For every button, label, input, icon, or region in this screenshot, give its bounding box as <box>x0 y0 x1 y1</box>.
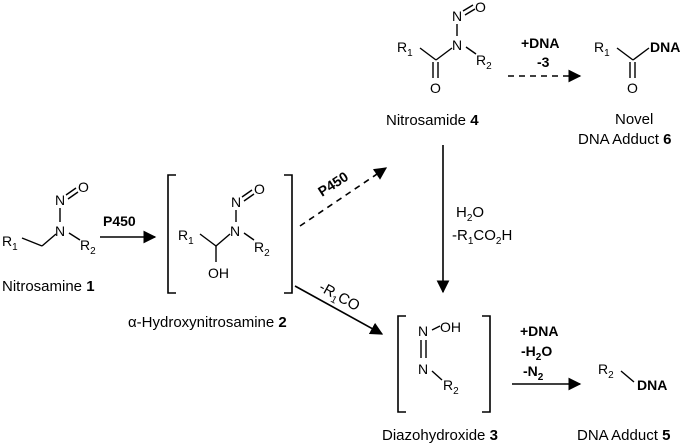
bond <box>41 233 57 247</box>
svg-text:N: N <box>55 223 65 239</box>
svg-text:O: O <box>430 80 441 96</box>
reagent-plus-dna-a: +DNA <box>521 35 560 51</box>
svg-text:O: O <box>475 0 486 15</box>
bond <box>21 237 43 247</box>
reagent-minus-r1co: -R1CO <box>315 279 363 318</box>
svg-text:R2: R2 <box>80 237 96 257</box>
label-nitrosamide: Nitrosamide 4 <box>386 112 479 129</box>
bond <box>435 47 453 61</box>
label-diazohydroxide: Diazohydroxide 3 <box>382 427 498 444</box>
double-bond <box>67 191 79 200</box>
double-bond <box>241 189 253 198</box>
bond <box>243 232 255 241</box>
bracket-left-3 <box>397 315 406 413</box>
double-bond <box>65 187 77 196</box>
svg-text:OH: OH <box>208 265 229 281</box>
arrow-2-to-3 <box>294 285 384 335</box>
label-adduct6: DNA Adduct 6 <box>578 131 671 148</box>
adduct6-structure: R1 O DNA <box>594 39 680 96</box>
reagent-minus-water: -H2O <box>521 343 552 363</box>
hydroxynitrosamine-structure: R1 OH N R2 N O <box>178 181 270 281</box>
bracket-left-2 <box>167 174 176 294</box>
bond <box>419 47 437 61</box>
label-novel: Novel <box>615 111 653 128</box>
svg-text:OH: OH <box>440 319 461 335</box>
reagent-minus-3: -3 <box>537 54 550 70</box>
svg-text:DNA: DNA <box>650 39 680 55</box>
svg-text:R1: R1 <box>2 233 18 253</box>
svg-text:N: N <box>231 194 241 210</box>
svg-text:R2: R2 <box>254 239 270 259</box>
svg-text:N: N <box>230 223 240 239</box>
reagent-plus-dna-b: +DNA <box>520 323 559 339</box>
bond <box>431 370 443 381</box>
label-nitrosamine: Nitrosamine 1 <box>2 278 95 295</box>
svg-text:N: N <box>452 8 462 24</box>
svg-text:O: O <box>254 181 265 197</box>
svg-text:R2: R2 <box>443 377 459 397</box>
bond <box>215 233 231 247</box>
adduct5-structure: R2 DNA <box>598 361 667 393</box>
double-bond <box>243 193 255 202</box>
svg-text:N: N <box>452 37 462 53</box>
nitrosamine-structure: R1 N R2 N O <box>2 179 96 257</box>
reagent-water: H2O <box>456 204 484 224</box>
svg-text:DNA: DNA <box>637 377 667 393</box>
double-bond <box>462 4 474 12</box>
svg-text:R1: R1 <box>594 39 610 59</box>
bond <box>68 232 81 241</box>
reagent-p450-a: P450 <box>103 213 136 229</box>
bond <box>620 370 635 383</box>
bond <box>199 233 217 247</box>
svg-text:R2: R2 <box>476 52 492 72</box>
bond <box>465 46 477 55</box>
svg-text:R1: R1 <box>397 39 413 59</box>
bracket-right-3 <box>482 315 491 413</box>
bond <box>616 47 634 61</box>
label-hydroxynitrosamine: α-Hydroxynitrosamine 2 <box>128 314 287 331</box>
svg-text:O: O <box>627 80 638 96</box>
svg-text:N: N <box>418 361 428 377</box>
svg-text:N: N <box>418 323 428 339</box>
svg-text:R2: R2 <box>598 361 614 381</box>
bond <box>431 325 441 331</box>
reagent-minus-r1co2h: -R1CO2H <box>452 227 512 247</box>
reagent-minus-n2: -N2 <box>523 363 544 383</box>
svg-text:N: N <box>55 192 65 208</box>
label-adduct5: DNA Adduct 5 <box>577 427 670 444</box>
double-bond <box>464 8 476 16</box>
svg-text:R1: R1 <box>178 227 194 247</box>
bracket-right-2 <box>284 174 293 294</box>
bond <box>632 47 650 61</box>
diazohydroxide-structure: N OH N R2 <box>418 319 461 397</box>
svg-text:O: O <box>78 179 89 195</box>
nitrosamide-structure: R1 O N R2 N O <box>397 0 492 96</box>
